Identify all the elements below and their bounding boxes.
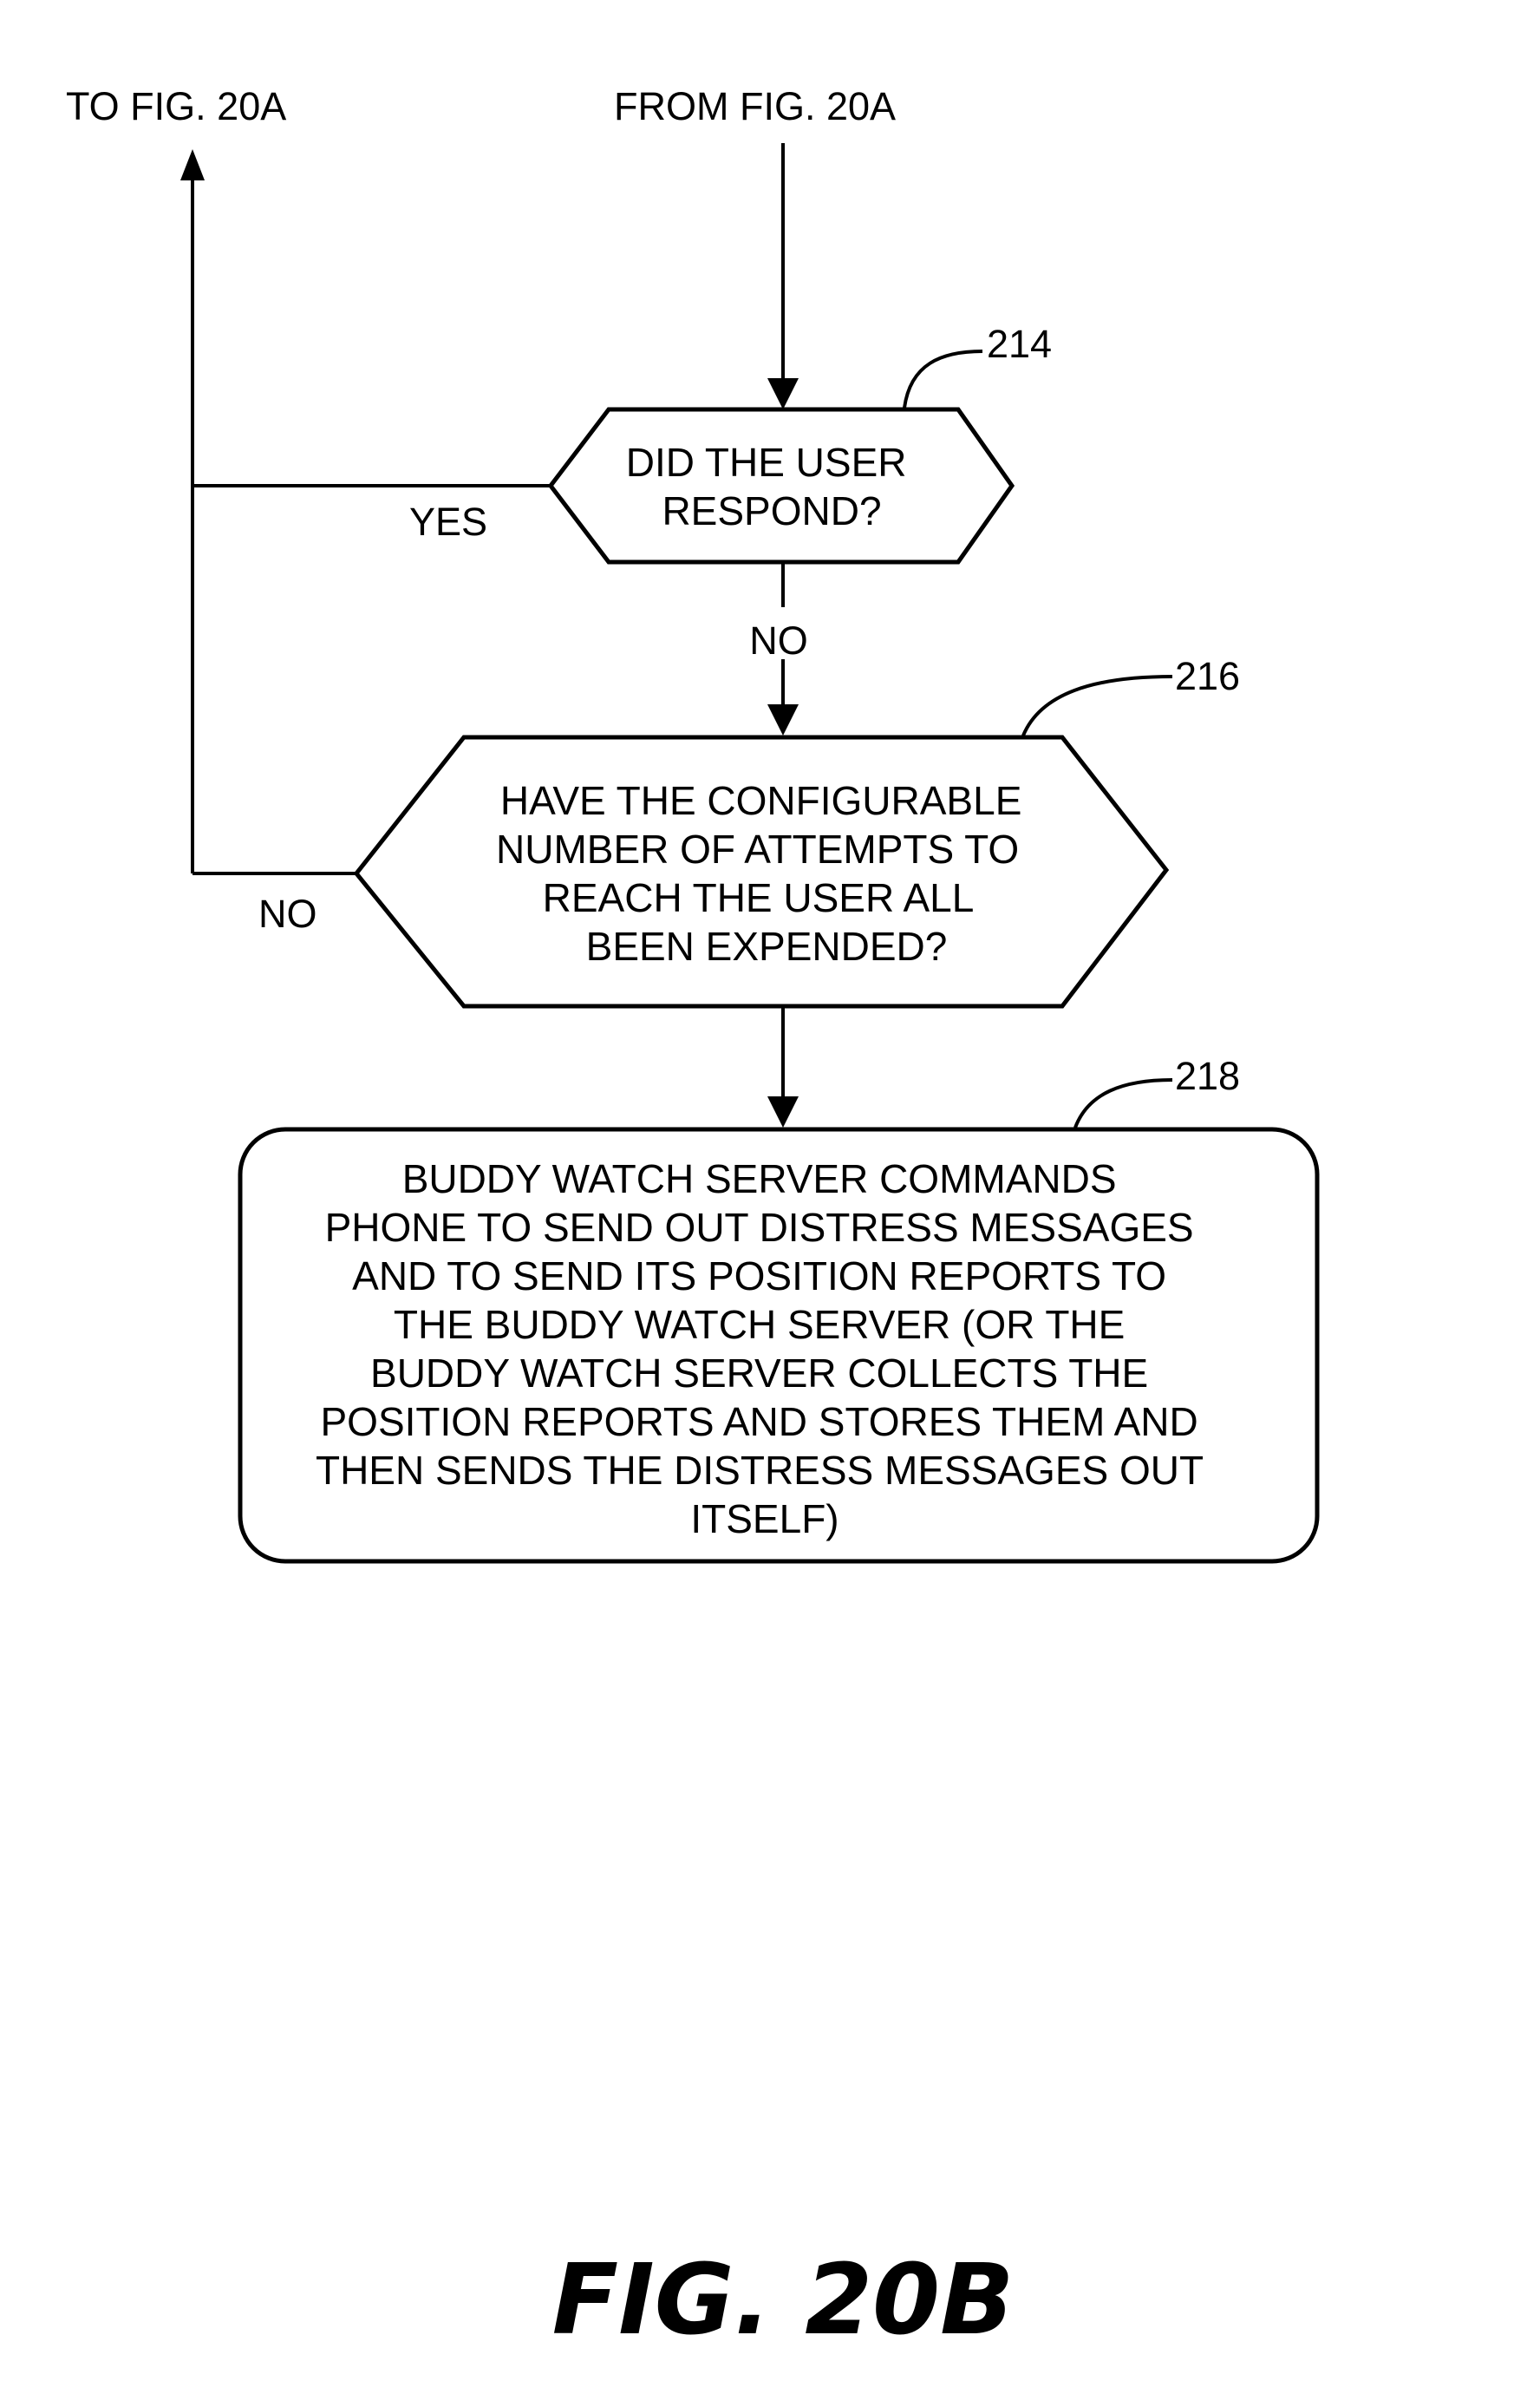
no-branch-216-label: NO bbox=[258, 892, 317, 936]
no-branch-214-label: NO bbox=[749, 618, 808, 663]
process-218-box bbox=[238, 1127, 1320, 1564]
process-218-ref-number: 218 bbox=[1175, 1054, 1240, 1098]
decision-214-hexagon bbox=[547, 407, 1015, 565]
yes-branch-label: YES bbox=[409, 500, 487, 544]
decision-216-to-218-arrowhead bbox=[767, 1096, 799, 1128]
no-label-214-mask bbox=[741, 607, 825, 659]
process-218-text: BUDDY WATCH SERVER COMMANDS PHONE TO SEN… bbox=[316, 1156, 1214, 1541]
decision-216-ref-leader bbox=[1021, 675, 1173, 736]
from-fig-connector-label: FROM FIG. 20A bbox=[614, 84, 896, 128]
from-fig-arrowhead bbox=[767, 378, 799, 409]
process-218-ref-leader bbox=[1073, 1078, 1173, 1128]
figure-caption: FIG. 20B bbox=[552, 2244, 1015, 2357]
decision-214-text: DID THE USER RESPOND? bbox=[626, 440, 918, 533]
to-fig-connector-label: TO FIG. 20A bbox=[66, 84, 286, 128]
decision-214-ref-leader bbox=[903, 350, 983, 409]
no-branch-214-arrowhead bbox=[767, 704, 799, 736]
decision-216-ref-number: 216 bbox=[1175, 654, 1240, 698]
decision-216-text: HAVE THE CONFIGURABLE NUMBER OF ATTEMPTS… bbox=[496, 778, 1033, 969]
to-fig-arrowhead bbox=[180, 149, 205, 180]
decision-214-ref-number: 214 bbox=[987, 322, 1052, 366]
